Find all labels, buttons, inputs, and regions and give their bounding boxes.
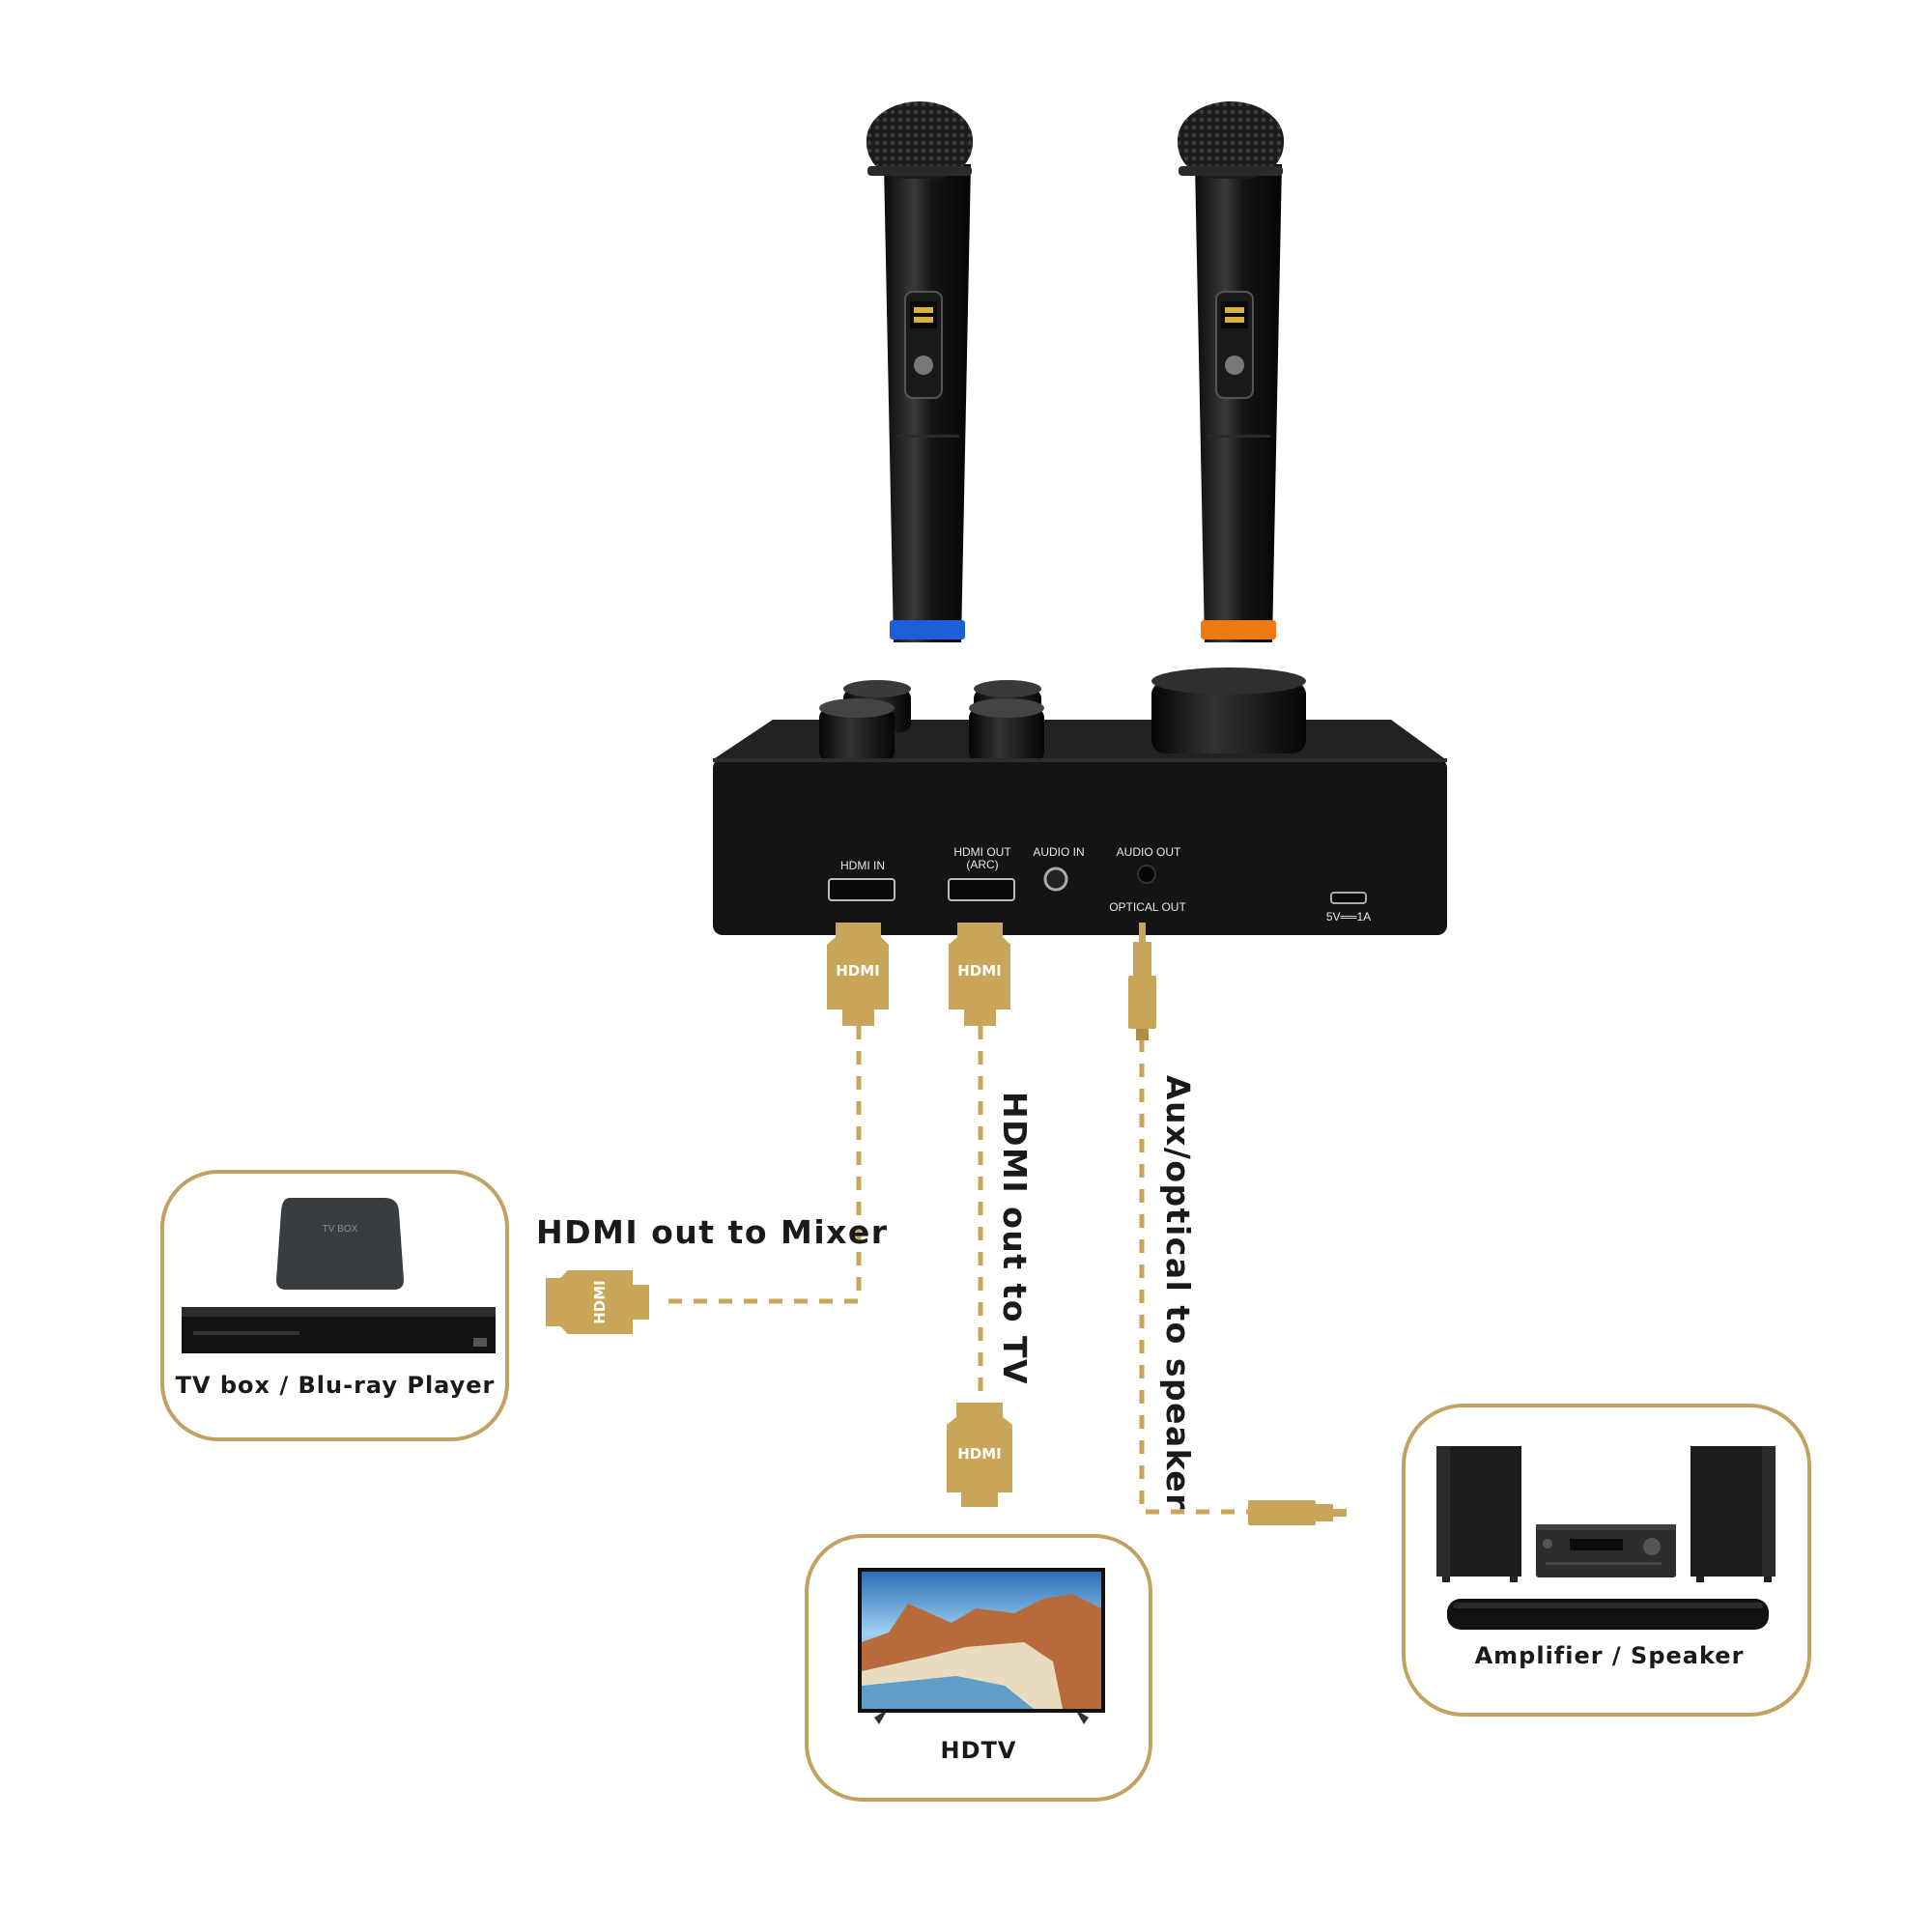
- source-device-card[interactable]: TV BOX TV box / Blu-ray Player: [160, 1170, 509, 1441]
- tv-box-logo: TV BOX: [323, 1224, 358, 1235]
- port-label-hdmi-out: HDMI OUT: [953, 845, 1011, 859]
- aux-plug-speaker: [1248, 1500, 1347, 1525]
- aux-plug-mixer: [1128, 923, 1156, 1040]
- port-label-power: 5V══1A: [1326, 910, 1371, 923]
- hdtv-image: [858, 1568, 1105, 1724]
- tv-caption: HDTV: [941, 1737, 1017, 1764]
- hdmi-plug-label: HDMI: [957, 962, 1002, 980]
- hdmi-plug-label: HDMI: [591, 1280, 609, 1324]
- hdmi-plug-label: HDMI: [836, 962, 880, 980]
- microphone-left: [867, 101, 973, 642]
- hdmi-plug-mixer-out: HDMI: [949, 923, 1010, 1026]
- bluray-player-image: [182, 1307, 496, 1353]
- hdmi-plug-label: HDMI: [957, 1445, 1002, 1463]
- soundbar-image: [1447, 1599, 1769, 1630]
- speaker-right-image: [1690, 1446, 1776, 1582]
- port-label-audio-out: AUDIO OUT: [1117, 845, 1181, 859]
- hdmi-in-port[interactable]: [828, 878, 895, 901]
- cables: [667, 1026, 1248, 1515]
- port-label-hdmi-in: HDMI IN: [840, 859, 885, 872]
- hdmi-out-port[interactable]: [948, 878, 1015, 901]
- speaker-left-image: [1436, 1446, 1521, 1582]
- audio-device-card[interactable]: Amplifier / Speaker: [1402, 1404, 1811, 1717]
- cable-aux: [1139, 1038, 1248, 1515]
- karaoke-mixer: HDMI IN HDMI OUT (ARC) AUDIO IN AUDIO OU…: [713, 668, 1447, 935]
- label-aux-to-speaker: Aux/optical to speaker: [1159, 1075, 1197, 1511]
- port-label-optical-out: OPTICAL OUT: [1109, 900, 1186, 914]
- hdmi-plug-source: HDMI: [546, 1270, 649, 1334]
- audio-in-jack[interactable]: [1043, 867, 1068, 892]
- tv-device-card[interactable]: HDTV: [805, 1534, 1152, 1802]
- audio-out-jack[interactable]: [1137, 865, 1156, 884]
- mixer-knobs[interactable]: [819, 668, 1306, 761]
- port-label-audio-in: AUDIO IN: [1033, 845, 1084, 859]
- cable-hdmi-in: [667, 1026, 862, 1304]
- hdmi-plug-tv: HDMI: [947, 1403, 1012, 1507]
- port-label-hdmi-out-arc: (ARC): [966, 858, 998, 871]
- amplifier-image: [1536, 1524, 1676, 1577]
- hdmi-plug-mixer-in: HDMI: [827, 923, 889, 1026]
- tv-box-image: TV BOX: [276, 1198, 404, 1290]
- usb-power-port[interactable]: [1330, 892, 1367, 904]
- source-caption: TV box / Blu-ray Player: [176, 1372, 496, 1399]
- label-hdmi-to-tv: HDMI out to TV: [996, 1092, 1034, 1385]
- microphone-right: [1178, 101, 1284, 642]
- label-hdmi-to-mixer: HDMI out to Mixer: [536, 1213, 889, 1251]
- audio-caption: Amplifier / Speaker: [1475, 1642, 1745, 1669]
